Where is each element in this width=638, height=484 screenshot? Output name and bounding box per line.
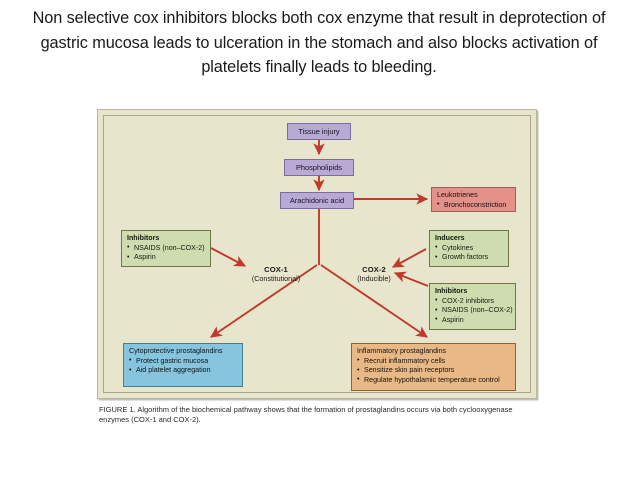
label-cox1: COX-1 (Constitutional): [236, 265, 316, 283]
node-inflammatory-prostaglandins[interactable]: Inflammatory prostaglandins Recruit infl…: [351, 343, 516, 391]
list-item: Cytokines: [435, 243, 503, 254]
list-item: Sensitize skin pain receptors: [357, 366, 510, 376]
node-tissue-injury[interactable]: Tissue injury: [287, 123, 351, 140]
list-item: NSAIDS (non–COX-2): [127, 243, 205, 254]
list-item: Growth factors: [435, 253, 503, 263]
node-tissue-injury-label: Tissue injury: [298, 127, 340, 136]
node-cytoprotective-title: Cytoprotective prostaglandins: [129, 347, 223, 355]
node-leukotrienes-list: Bronchoconstriction: [437, 200, 510, 211]
node-leukotrienes[interactable]: Leukotrienes Bronchoconstriction: [431, 187, 516, 212]
list-item: Aspirin: [127, 253, 205, 263]
list-item: NSAIDS (non–COX-2): [435, 306, 513, 316]
label-cox2-sub: (Inducible): [357, 274, 391, 283]
label-cox2-name: COX-2: [362, 265, 386, 274]
label-cox2: COX-2 (Inducible): [339, 265, 409, 283]
node-inhibitors-right-list: COX-2 inhibitors NSAIDS (non–COX-2) Aspi…: [435, 296, 513, 326]
list-item: Aspirin: [435, 315, 510, 326]
node-arachidonic-acid-label: Arachidonic acid: [289, 196, 345, 205]
node-inflammatory-list: Recruit inflammatory cells Sensitize ski…: [357, 356, 510, 386]
label-cox1-name: COX-1: [264, 265, 288, 274]
list-item: Bronchoconstriction: [437, 200, 510, 211]
node-inhibitors-left-title: Inhibitors: [127, 234, 160, 242]
node-cytoprotective-prostaglandins[interactable]: Cytoprotective prostaglandins Protect ga…: [123, 343, 243, 387]
node-phospholipids-label: Phospholipids: [295, 163, 343, 172]
figure-container: Tissue injury Phospholipids Arachidonic …: [97, 109, 539, 440]
node-inhibitors-left-list: NSAIDS (non–COX-2) Aspirin: [127, 243, 205, 263]
node-inhibitors-right[interactable]: Inhibitors COX-2 inhibitors NSAIDS (non–…: [429, 283, 516, 330]
arrow-inhibitors-to-cox1: [210, 247, 247, 267]
label-cox1-sub: (Constitutional): [251, 274, 301, 283]
slide-title: Non selective cox inhibitors blocks both…: [32, 9, 606, 77]
node-inducers-list: Cytokines Growth factors: [435, 243, 503, 263]
node-arachidonic-acid[interactable]: Arachidonic acid: [280, 192, 354, 209]
figure-caption: FIGURE 1. Algorithm of the biochemical p…: [99, 405, 513, 425]
diagram-panel: Tissue injury Phospholipids Arachidonic …: [97, 109, 537, 399]
node-inhibitors-right-title: Inhibitors: [435, 287, 468, 295]
node-cytoprotective-list: Protect gastric mucosa Aid platelet aggr…: [129, 356, 237, 376]
list-item: Recruit inflammatory cells: [357, 356, 510, 367]
list-item: Protect gastric mucosa: [129, 356, 237, 367]
node-inducers-title: Inducers: [435, 234, 465, 242]
list-item: COX-2 inhibitors: [435, 296, 510, 307]
list-item: Regulate hypothalamic temperature contro…: [357, 375, 510, 386]
node-inducers[interactable]: Inducers Cytokines Growth factors: [429, 230, 509, 267]
node-inhibitors-left[interactable]: Inhibitors NSAIDS (non–COX-2) Aspirin: [121, 230, 211, 267]
node-phospholipids[interactable]: Phospholipids: [284, 159, 354, 176]
node-inflammatory-title: Inflammatory prostaglandins: [357, 347, 447, 355]
list-item: Aid platelet aggregation: [129, 366, 237, 376]
node-leukotrienes-title: Leukotrienes: [437, 191, 478, 199]
